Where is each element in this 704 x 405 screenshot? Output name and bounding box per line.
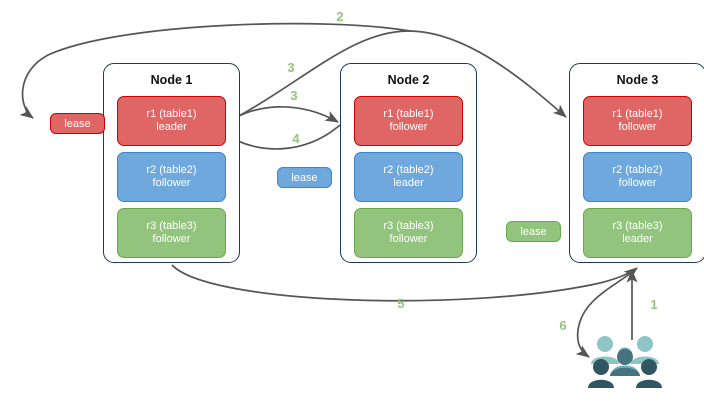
- lease-label: lease: [520, 225, 547, 238]
- lease-label: lease: [291, 171, 318, 184]
- replica-role: follower: [618, 121, 657, 133]
- replica-role: follower: [618, 177, 657, 189]
- step-label-5: 5: [390, 296, 412, 311]
- node-1-replica-r3[interactable]: r3 (table3) follower: [117, 208, 226, 258]
- node-3-replica-r2[interactable]: r2 (table2) follower: [583, 152, 692, 202]
- node-1-replica-r1[interactable]: r1 (table1) leader: [117, 96, 226, 146]
- step-label-4: 4: [285, 131, 307, 146]
- step-label-2: 2: [329, 9, 351, 24]
- replica-role: follower: [152, 233, 191, 245]
- node-3-replica-r1[interactable]: r1 (table1) follower: [583, 96, 692, 146]
- replica-name: r1 (table1): [612, 107, 663, 120]
- replica-name: r2 (table2): [146, 163, 197, 176]
- step-text: 3: [287, 60, 295, 75]
- step-text: 2: [336, 9, 344, 24]
- node-3-replica-r3[interactable]: r3 (table3) leader: [583, 208, 692, 258]
- node-3-title: Node 3: [616, 73, 659, 87]
- step-text: 6: [559, 318, 567, 333]
- step-text: 5: [397, 296, 405, 311]
- replica-role: follower: [152, 177, 191, 189]
- replica-name: r2 (table2): [383, 163, 434, 176]
- node-1-replica-r2[interactable]: r2 (table2) follower: [117, 152, 226, 202]
- node-2-replica-r1[interactable]: r1 (table1) follower: [354, 96, 463, 146]
- replica-role: leader: [393, 177, 424, 189]
- arrow-step-4: [226, 124, 341, 150]
- node-1-title: Node 1: [150, 73, 193, 87]
- step-label-3a: 3: [280, 60, 302, 75]
- replica-role: follower: [389, 121, 428, 133]
- step-label-6: 6: [552, 318, 574, 333]
- replica-name: r3 (table3): [146, 219, 197, 232]
- arrow-step-5: [171, 264, 638, 302]
- step-text: 1: [650, 297, 658, 312]
- replica-role: leader: [622, 233, 653, 245]
- node-2-replica-r3[interactable]: r3 (table3) follower: [354, 208, 463, 258]
- replica-role: follower: [389, 233, 428, 245]
- arrow-step-6: [575, 269, 636, 358]
- step-label-3b: 3: [283, 88, 305, 103]
- step-text: 4: [292, 131, 300, 146]
- arrow-step-3-long: [219, 30, 567, 127]
- lease-badge-green[interactable]: lease: [506, 221, 561, 242]
- lease-badge-blue[interactable]: lease: [277, 167, 332, 188]
- step-label-1: 1: [643, 297, 665, 312]
- lease-label: lease: [64, 117, 91, 130]
- node-2-title: Node 2: [387, 73, 430, 87]
- replica-name: r1 (table1): [383, 107, 434, 120]
- arrow-step-2: [19, 22, 411, 119]
- node-1: Node 1 r1 (table1) leader r2 (table2) fo…: [103, 63, 240, 263]
- replica-role: leader: [156, 121, 187, 133]
- node-3: Node 3 r1 (table1) follower r2 (table2) …: [569, 63, 704, 263]
- replica-name: r1 (table1): [146, 107, 197, 120]
- replica-name: r3 (table3): [383, 219, 434, 232]
- lease-badge-red[interactable]: lease: [50, 113, 105, 134]
- node-2-replica-r2[interactable]: r2 (table2) leader: [354, 152, 463, 202]
- node-2: Node 2 r1 (table1) follower r2 (table2) …: [340, 63, 477, 263]
- replica-name: r2 (table2): [612, 163, 663, 176]
- users-group-icon: [588, 336, 662, 388]
- replica-name: r3 (table3): [612, 219, 663, 232]
- step-text: 3: [290, 88, 298, 103]
